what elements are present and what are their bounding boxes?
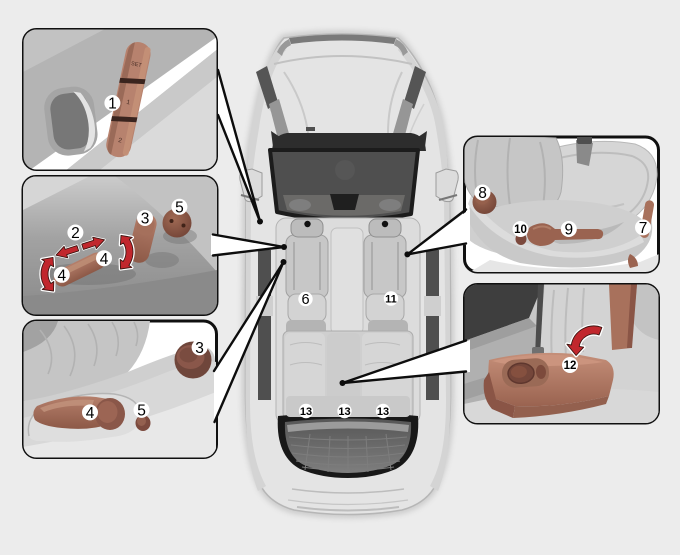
svg-text:10: 10: [514, 224, 527, 236]
svg-text:1: 1: [126, 99, 131, 107]
svg-text:7: 7: [639, 220, 648, 237]
svg-text:4: 4: [100, 251, 109, 268]
svg-text:5: 5: [137, 403, 146, 420]
svg-text:13: 13: [338, 406, 350, 418]
svg-text:9: 9: [564, 222, 573, 239]
svg-text:13: 13: [300, 406, 312, 418]
svg-text:13: 13: [377, 406, 389, 418]
svg-text:8: 8: [478, 185, 487, 202]
svg-text:4: 4: [57, 267, 66, 284]
svg-text:6: 6: [301, 292, 309, 308]
svg-text:11: 11: [385, 294, 397, 306]
svg-text:2: 2: [71, 225, 80, 242]
svg-text:1: 1: [108, 96, 117, 113]
svg-text:4: 4: [86, 405, 95, 422]
svg-text:5: 5: [175, 199, 184, 216]
svg-text:3: 3: [141, 211, 150, 228]
svg-text:2: 2: [118, 137, 123, 145]
svg-text:3: 3: [195, 340, 204, 357]
svg-text:12: 12: [564, 360, 577, 372]
svg-text:SET: SET: [130, 61, 142, 69]
